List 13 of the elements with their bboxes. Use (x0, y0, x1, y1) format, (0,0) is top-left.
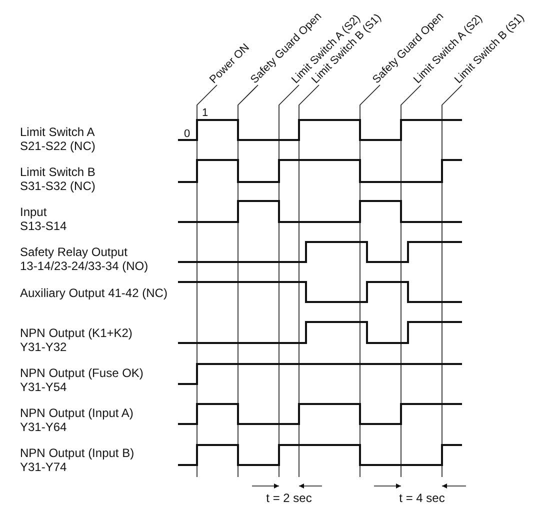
signal-name: Input S13-S14 (20, 205, 68, 233)
signal-name: Limit Switch A S21-S22 (NC) (20, 125, 96, 153)
logic-level-label: 1 (202, 106, 208, 120)
signal-name: Auxiliary Output 41-42 (NC) (20, 286, 168, 300)
logic-level-label: 0 (184, 127, 190, 141)
signal-name: NPN Output (Input B) Y31-Y74 (20, 446, 136, 474)
time-label: t = 2 sec (266, 491, 312, 505)
signal-name: NPN Output (Fuse OK) Y31-Y54 (20, 366, 144, 394)
signal-name: NPN Output (K1+K2) Y31-Y32 (20, 326, 134, 354)
signal-name: Limit Switch B S31-S32 (NC) (20, 165, 96, 193)
signal-name: Safety Relay Output 13-14/23-24/33-34 (NO) (20, 245, 150, 273)
time-label: t = 4 sec (399, 491, 445, 505)
signal-name: NPN Output (Input A) Y31-Y64 (20, 406, 134, 434)
